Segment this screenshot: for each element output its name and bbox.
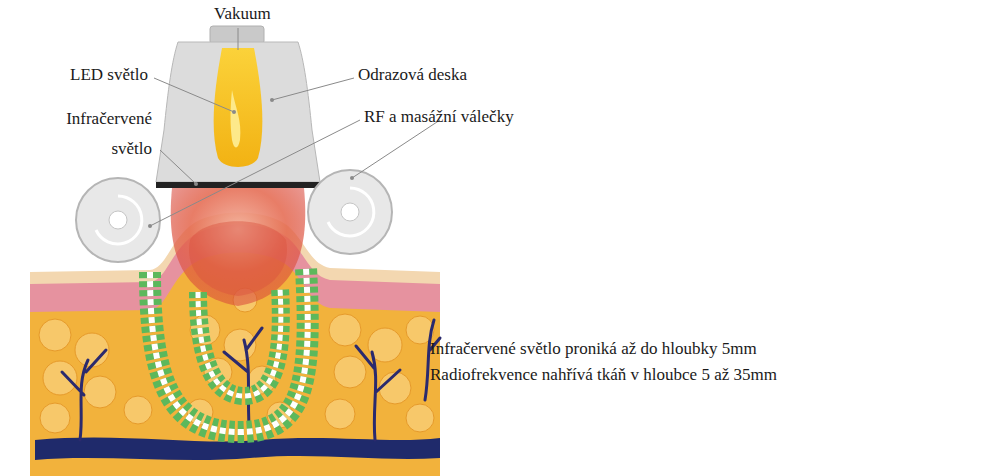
part-label: Vakuum <box>214 3 271 25</box>
leader-lines <box>150 28 440 226</box>
led-light <box>214 48 263 167</box>
leader-dots <box>148 98 354 228</box>
part-label: LED světlo <box>70 64 148 86</box>
note-text: Infračervené světlo proniká až do hloubk… <box>430 338 757 360</box>
led-core <box>231 90 241 148</box>
reflector-plate <box>156 182 320 188</box>
vacuum-cap <box>210 26 264 44</box>
heat-glow-inner <box>189 221 287 296</box>
part-label: RF a masážní válečky <box>364 106 514 128</box>
part-label: Infračervené světlo <box>30 104 152 164</box>
part-label: Odrazová deska <box>358 64 467 86</box>
rf-waves <box>150 268 308 432</box>
muscle-band <box>35 437 440 460</box>
note-text: Radiofrekvence nahřívá tkáň v hloubce 5 … <box>430 364 777 386</box>
device-head <box>156 42 320 182</box>
